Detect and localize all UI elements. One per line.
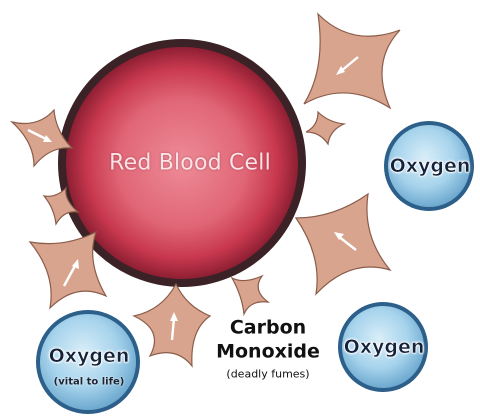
co-molecule-right: [296, 194, 390, 294]
co-molecule-small-upper: [306, 112, 344, 144]
oxygen-label-right: Oxygen: [390, 155, 471, 177]
carbon-monoxide-note: (deadly fumes): [226, 368, 309, 381]
co-molecule-top-right: [304, 14, 400, 108]
oxygen-label-bottom-left: Oxygen: [49, 345, 130, 367]
red-blood-cell-label: Red Blood Cell: [109, 151, 271, 176]
carbon-monoxide-label-line2: Monoxide: [216, 343, 320, 362]
co-molecule-bottom: [134, 284, 210, 366]
oxygen-label-bottom-right: Oxygen: [344, 336, 425, 358]
oxygen-vital-note: (vital to life): [54, 377, 125, 388]
carbon-monoxide-label-line1: Carbon: [230, 319, 306, 338]
co-molecule-small-bottom: [232, 276, 268, 314]
